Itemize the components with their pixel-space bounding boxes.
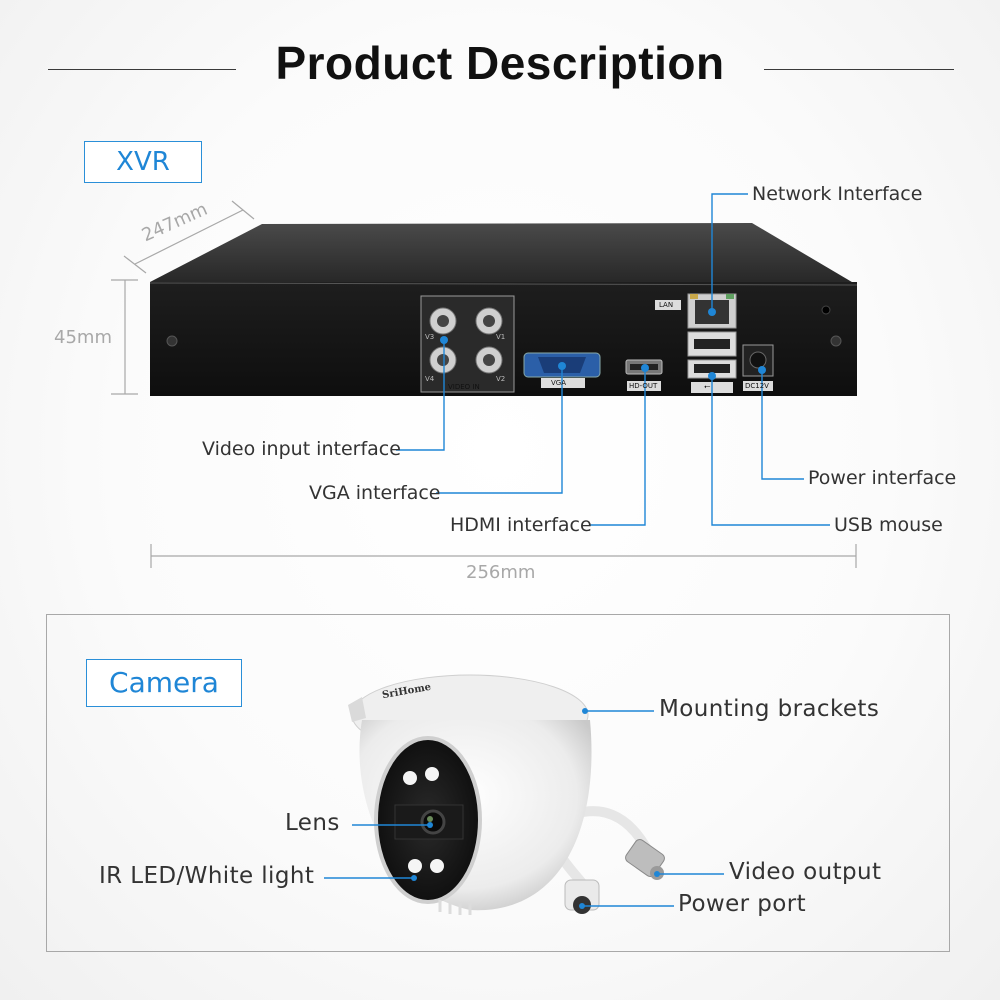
- dimension-depth: [123, 200, 255, 274]
- led-icon: [430, 859, 444, 873]
- channel-label-v1: V1: [496, 333, 506, 341]
- video-in-label: VIDEO IN: [448, 383, 480, 391]
- lens-icon: [420, 809, 446, 835]
- callout-line-network: [711, 193, 748, 312]
- callout-ir-led: IR LED/White light: [99, 863, 315, 889]
- led-icon: [425, 767, 439, 781]
- callout-lens: Lens: [285, 810, 340, 836]
- callout-line-video-input: [396, 340, 445, 451]
- xvr-label-text: XVR: [116, 147, 170, 177]
- xvr-device-illustration: [111, 193, 858, 568]
- callout-usb-mouse: USB mouse: [834, 514, 943, 536]
- callout-video-output: Video output: [729, 859, 882, 885]
- screw-icon: [830, 335, 842, 347]
- xvr-top-face: [150, 223, 857, 285]
- led-icon: [403, 771, 417, 785]
- callout-hdmi: HDMI interface: [450, 514, 592, 536]
- hdmi-panel-label: HD-OUT: [629, 382, 658, 390]
- callout-power-port: Power port: [678, 891, 806, 917]
- callout-power-interface: Power interface: [808, 467, 957, 489]
- width-dimension-label: 256mm: [466, 562, 536, 583]
- led-icon: [408, 859, 422, 873]
- callout-video-input: Video input interface: [202, 438, 401, 460]
- usb-panel-label: ⭠: [704, 382, 711, 391]
- title-rule-left: [48, 69, 236, 70]
- channel-label-v4: V4: [425, 375, 435, 383]
- lan-panel-label: LAN: [659, 301, 674, 309]
- callout-line-vga: [436, 366, 563, 494]
- channel-label-v3: V3: [425, 333, 435, 341]
- camera-label-text: Camera: [109, 666, 219, 699]
- callout-line-hdmi: [590, 368, 646, 526]
- callout-line-power: [761, 370, 804, 480]
- dimension-width: [150, 544, 857, 568]
- camera-section-frame: [46, 614, 950, 952]
- camera-section-label: Camera: [86, 659, 242, 707]
- power-panel-label: DC12V: [745, 382, 769, 390]
- xvr-section-label: XVR: [84, 141, 202, 183]
- reset-hole-icon: [821, 305, 831, 315]
- dimension-height: [111, 279, 138, 395]
- screw-icon: [166, 335, 178, 347]
- callout-network-interface: Network Interface: [752, 183, 923, 205]
- channel-label-v2: V2: [496, 375, 506, 383]
- callout-line-usb: [711, 376, 830, 526]
- callout-mounting-brackets: Mounting brackets: [659, 696, 880, 722]
- height-dimension-label: 45mm: [54, 327, 112, 348]
- callout-vga: VGA interface: [309, 482, 441, 504]
- title-rule-right: [764, 69, 954, 70]
- page-title: Product Description: [275, 37, 725, 89]
- vga-panel-label: VGA: [551, 379, 567, 387]
